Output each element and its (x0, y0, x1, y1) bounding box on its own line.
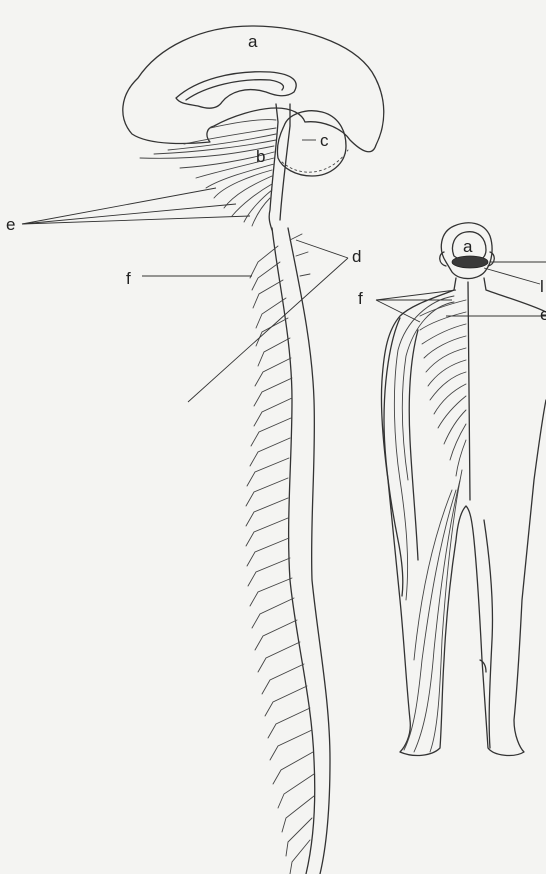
leader-right-b (484, 268, 540, 284)
spinal-cord (272, 228, 315, 874)
corpus-callosum (176, 72, 296, 108)
label-right-b-partial: l (540, 277, 544, 296)
leader-e-2 (22, 204, 236, 224)
leg-nerves (404, 470, 462, 752)
cranial-nerves (140, 120, 276, 226)
body-outline (381, 278, 546, 755)
label-c: c (320, 131, 329, 150)
right-figure: a f l e (358, 223, 546, 756)
label-right-f: f (358, 289, 363, 308)
brainstem-front (280, 104, 290, 220)
spine-line (468, 282, 470, 500)
left-figure: a b c d e f (6, 26, 384, 874)
brainstem (269, 104, 278, 230)
leader-d-1 (296, 240, 348, 258)
label-right-a: a (463, 237, 473, 256)
label-right-e-partial: e (540, 305, 546, 324)
left-arm (384, 318, 418, 596)
label-f: f (126, 269, 131, 288)
spinal-nerves (246, 234, 314, 874)
head-cerebellum (452, 256, 488, 268)
arm-nerves (394, 296, 454, 600)
label-d: d (352, 247, 361, 266)
intercostal-nerves (420, 300, 466, 476)
leader-d-2 (188, 258, 348, 402)
label-e: e (6, 215, 15, 234)
label-b: b (256, 147, 265, 166)
cerebellum-folds (282, 150, 348, 172)
label-a: a (248, 32, 258, 51)
